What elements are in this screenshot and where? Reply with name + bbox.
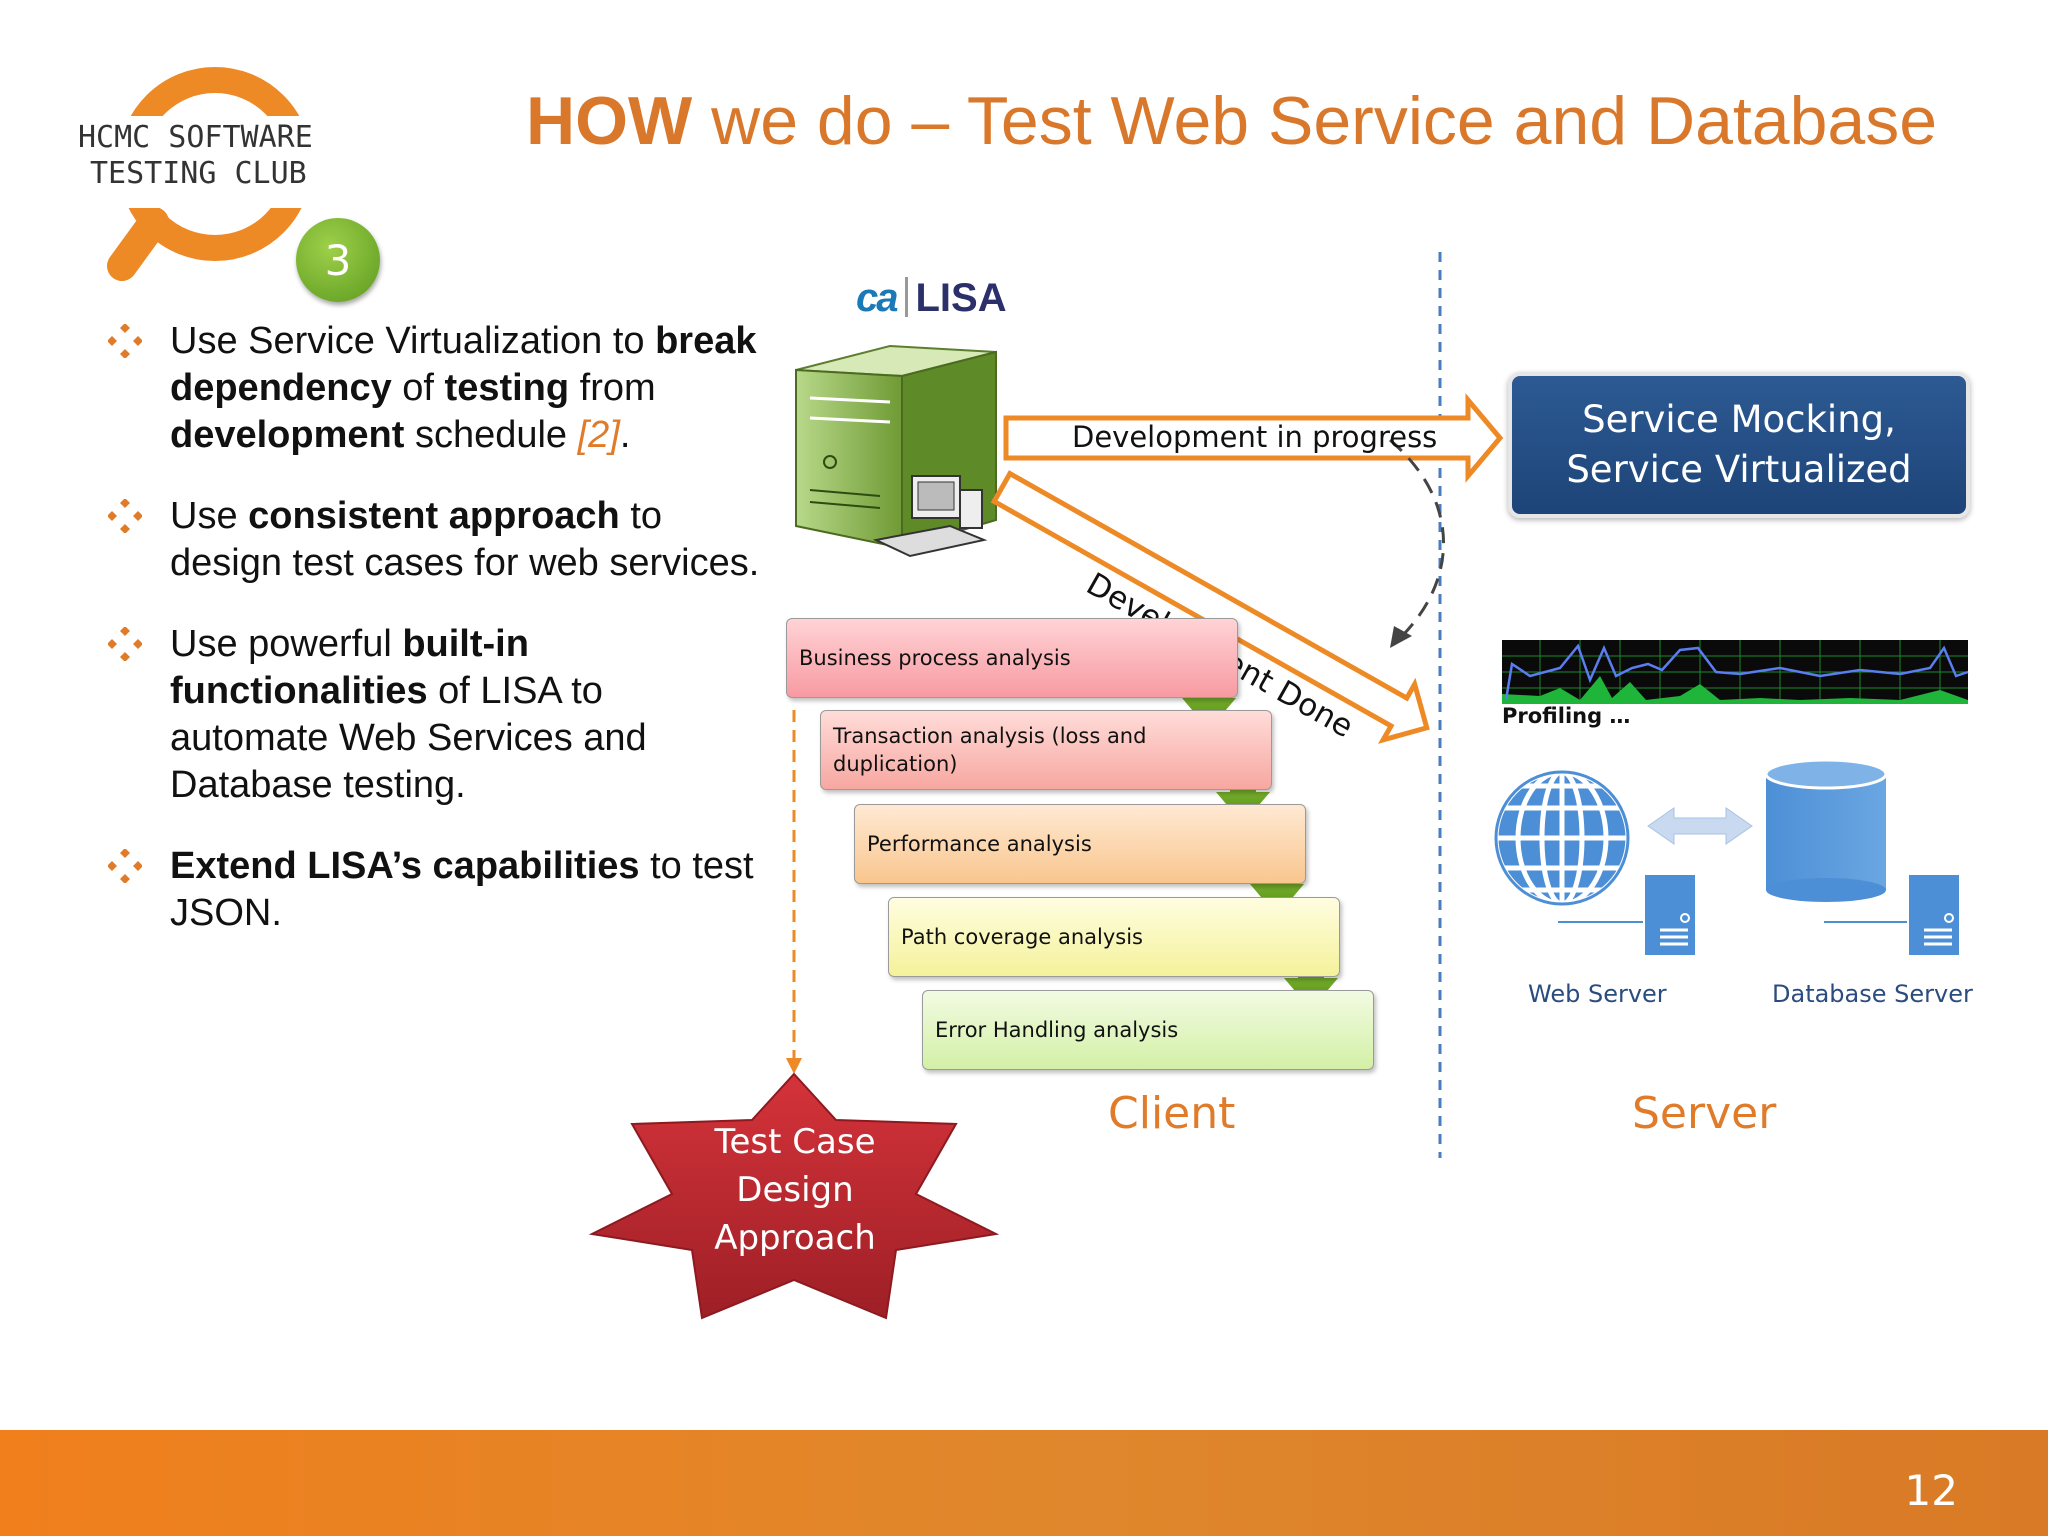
- service-box-line-1: Service Mocking,: [1582, 398, 1896, 441]
- bullet-text-part: Use powerful: [170, 623, 403, 665]
- bullet-text: Use Service Virtualization to break depe…: [170, 320, 756, 456]
- bullet-text: Use powerful built-in functionalities of…: [170, 623, 647, 806]
- bullet-item: Extend LISA’s capabilities to test JSON.: [104, 843, 764, 937]
- web-server-icon: [1558, 873, 1697, 957]
- client-heading: Client: [1108, 1088, 1236, 1139]
- logo-line-1: HCMC SOFTWARE: [78, 120, 313, 155]
- bullet-item: Use Service Virtualization to break depe…: [104, 318, 764, 459]
- step-business-process: Business process analysis: [786, 618, 1238, 698]
- curved-dashed-arrow: [1389, 438, 1446, 642]
- page-number: 12: [1904, 1466, 1958, 1515]
- title-rest: we do – Test Web Service and Database: [692, 83, 1938, 159]
- test-case-star-shape: [588, 1072, 1000, 1320]
- step-transaction-analysis: Transaction analysis (loss and duplicati…: [820, 710, 1272, 790]
- step-path-coverage: Path coverage analysis: [888, 897, 1340, 977]
- bidirectional-arrow: [1647, 807, 1753, 845]
- star-line-2: Design: [736, 1170, 854, 1210]
- database-icon: [1764, 758, 1888, 902]
- diamond-bullet-icon: [108, 627, 142, 661]
- bullet-text-part: Use Service Virtualization to: [170, 320, 656, 362]
- bullet-text-part: consistent approach: [248, 495, 620, 537]
- web-server-label: Web Server: [1528, 980, 1667, 1008]
- bullet-text-part: of: [391, 367, 445, 409]
- profiling-label: Profiling …: [1502, 704, 1631, 728]
- profiling-graph: [1502, 640, 1969, 704]
- bullet-item: Use powerful built-in functionalities of…: [104, 621, 764, 809]
- star-line-3: Approach: [714, 1218, 876, 1258]
- step-performance-analysis: Performance analysis: [854, 804, 1306, 884]
- server-heading: Server: [1632, 1088, 1777, 1139]
- database-server-icon: [1824, 873, 1961, 957]
- bullet-text-part: development: [170, 414, 405, 456]
- bullet-text-part: Use: [170, 495, 249, 537]
- bullet-text-part: of LISA to automate Web Services and Dat…: [170, 670, 647, 806]
- ca-logo-text: ca: [856, 276, 898, 320]
- step-connector-arrows: [1182, 676, 1338, 1010]
- diamond-bullet-icon: [108, 849, 142, 883]
- logo-separator: [904, 277, 908, 317]
- test-case-star-label: Test Case Design Approach: [660, 1118, 930, 1262]
- bullet-text: Use consistent approach to design test c…: [170, 495, 759, 584]
- globe-icon: [1493, 769, 1631, 907]
- bullet-item: Use consistent approach to design test c…: [104, 493, 764, 587]
- footer-bar: [0, 1430, 2048, 1536]
- star-line-1: Test Case: [714, 1122, 876, 1162]
- slide-title: HOW we do – Test Web Service and Databas…: [526, 82, 2006, 160]
- ca-lisa-logo: ca LISA: [856, 276, 1007, 321]
- diamond-bullet-icon: [108, 499, 142, 533]
- service-virtualized-box: Service Mocking, Service Virtualized: [1508, 372, 1970, 518]
- bullet-text-part: from: [569, 367, 656, 409]
- bullet-list: Use Service Virtualization to break depe…: [104, 318, 764, 971]
- magnifier-logo-icon: [70, 67, 370, 281]
- bullet-text-part: break dependency: [170, 320, 757, 409]
- lisa-server-icon: [795, 344, 997, 558]
- dev-done-arrow: [990, 470, 1430, 744]
- dev-in-progress-arrow: [1003, 393, 1504, 483]
- bullet-text-part: built-in functionalities: [170, 623, 529, 712]
- slide-number-badge: 3: [296, 218, 380, 302]
- database-server-label: Database Server: [1772, 980, 1973, 1008]
- service-box-line-2: Service Virtualized: [1566, 448, 1912, 491]
- bullet-text-part: schedule: [404, 414, 578, 456]
- bullet-text: Extend LISA’s capabilities to test JSON.: [170, 845, 754, 934]
- bullet-text-part: testing: [444, 367, 570, 409]
- logo-line-2: TESTING CLUB: [90, 156, 307, 191]
- bullet-text-part: to design test cases for web services.: [170, 495, 760, 584]
- lisa-logo-text: LISA: [915, 276, 1007, 320]
- bullet-text-part: Extend LISA’s capabilities: [170, 845, 640, 887]
- title-bold: HOW: [526, 83, 693, 159]
- dev-in-progress-label: Development in progress: [1072, 420, 1438, 454]
- step-error-handling: Error Handling analysis: [922, 990, 1374, 1070]
- bullet-text-part: to test JSON.: [170, 845, 754, 934]
- bullet-text-part: .: [619, 414, 631, 456]
- bullet-text-part: [2]: [577, 414, 620, 456]
- diamond-bullet-icon: [108, 324, 142, 358]
